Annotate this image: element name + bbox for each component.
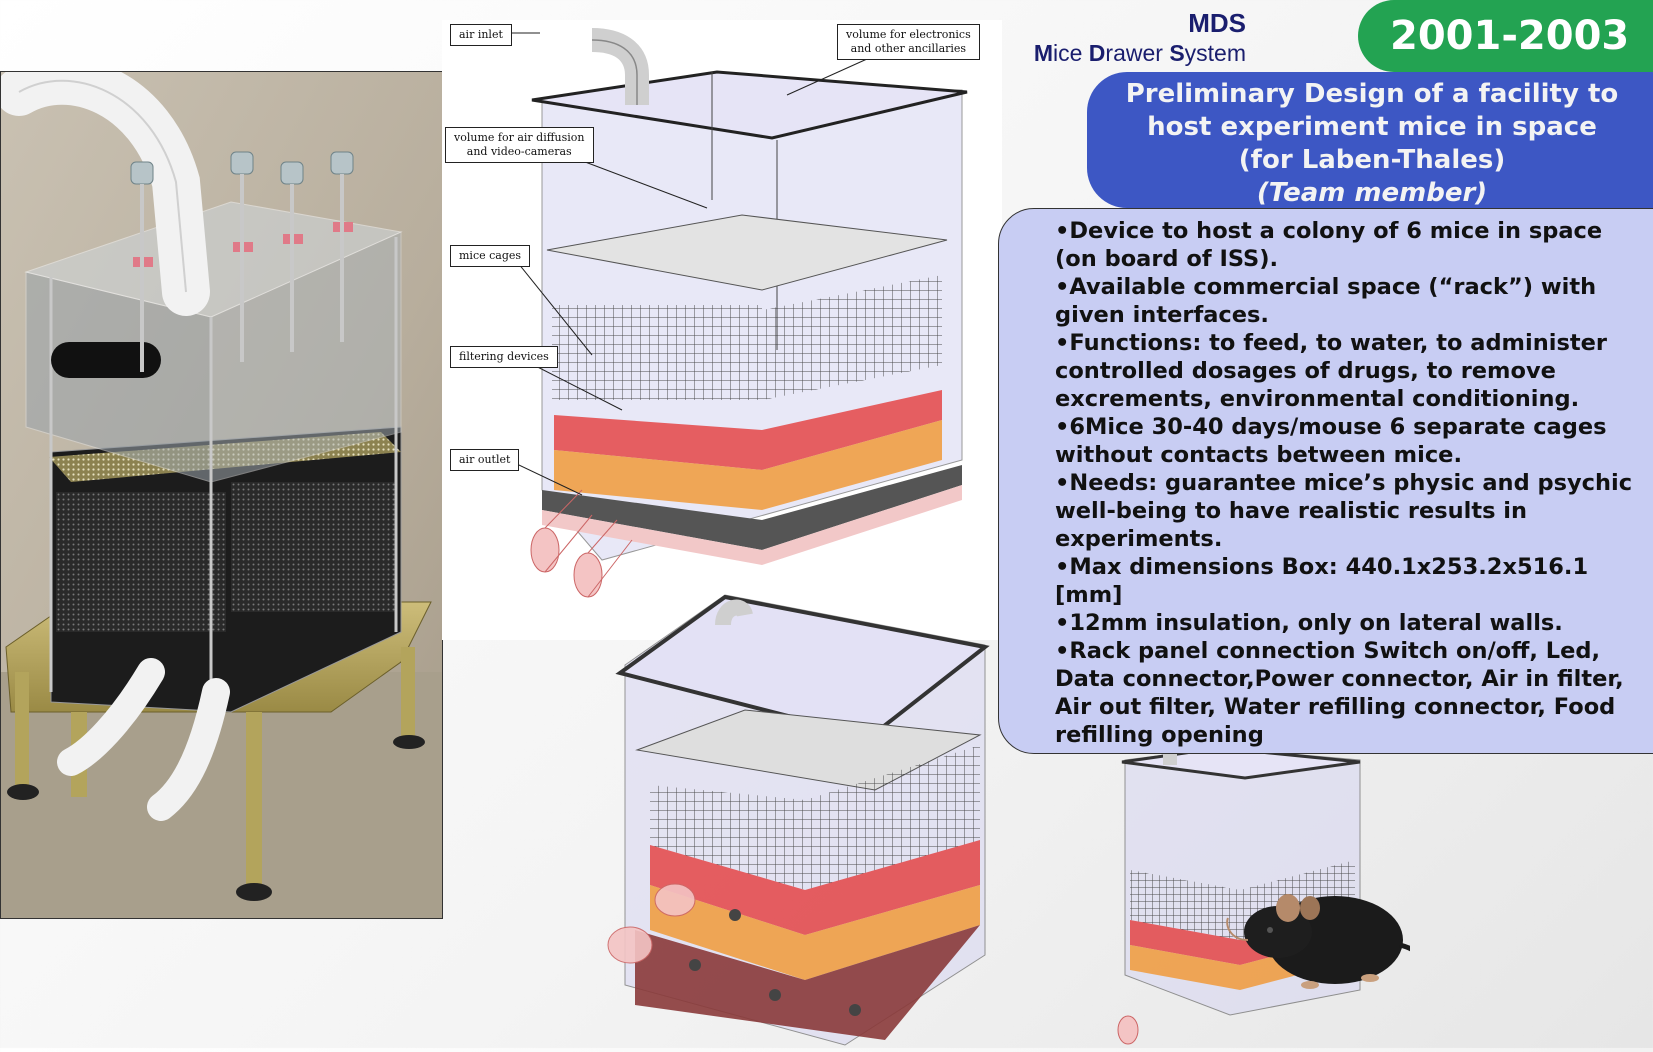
bullet-item: •12mm insulation, only on lateral walls.: [1055, 610, 1563, 636]
cad-isometric-underside: [595, 585, 1010, 1048]
bullet-item: •Rack panel connection Switch on/off, Le…: [1055, 638, 1624, 748]
mouse-image: [1226, 894, 1426, 989]
callout-mice-cages: mice cages: [450, 245, 531, 267]
callout-filtering: filtering devices: [450, 346, 558, 368]
callout-electronics-line2: and other ancillaries: [850, 41, 967, 55]
bullet-item: •Needs: guarantee mice’s physic and psyc…: [1055, 470, 1633, 552]
acronym-letter-m: M: [1033, 40, 1053, 66]
description-box: •Device to host a colony of 6 mice in sp…: [998, 208, 1653, 754]
acronym-letter-d: D: [1088, 40, 1106, 66]
callout-mice-cages-text: mice cages: [459, 249, 522, 262]
title-line-2: host experiment mice in space: [1147, 112, 1597, 142]
bullet-list: •Device to host a colony of 6 mice in sp…: [1055, 217, 1648, 749]
cad-with-mouse: [1110, 726, 1426, 1048]
acronym-rest-d: rawer: [1105, 40, 1170, 66]
bullet-item: •Max dimensions Box: 440.1x253.2x516.1 […: [1055, 554, 1589, 608]
bullet-item: •Device to host a colony of 6 mice in sp…: [1055, 218, 1603, 272]
callout-filtering-text: filtering devices: [459, 350, 549, 363]
bullet-item: •Functions: to feed, to water, to admini…: [1055, 330, 1607, 412]
callout-air-diffusion-line1: volume for air diffusion: [454, 131, 585, 144]
title-line-3: (for Laben-Thales): [1238, 145, 1506, 175]
prototype-photo: [0, 71, 443, 919]
callout-air-diffusion-line2: and video-cameras: [466, 144, 572, 158]
bullet-item: •Available commercial space (“rack”) wit…: [1055, 274, 1597, 328]
cad-isometric-main: air inlet volume for electronics and oth…: [442, 20, 1002, 640]
bullet-item: •6Mice 30-40 days/mouse 6 separate cages…: [1055, 414, 1607, 468]
role-label: (Team member): [1256, 178, 1488, 208]
callout-air-outlet-text: air outlet: [459, 453, 511, 466]
acronym-title: MDS: [1188, 8, 1246, 38]
years-text: 2001-2003: [1390, 13, 1630, 59]
callout-air-diffusion: volume for air diffusion and video-camer…: [445, 127, 594, 163]
acronym-rest-m: ice: [1052, 40, 1089, 66]
years-badge: 2001-2003: [1358, 0, 1653, 72]
callout-air-inlet-text: air inlet: [459, 28, 503, 41]
acronym-rest-s: ystem: [1184, 40, 1246, 66]
title-line-1: Preliminary Design of a facility to: [1125, 79, 1619, 109]
callout-electronics-line1: volume for electronics: [846, 28, 971, 41]
callout-electronics: volume for electronics and other ancilla…: [837, 24, 980, 60]
acronym-letter-s: S: [1169, 40, 1185, 66]
project-title-box: Preliminary Design of a facility to host…: [1087, 72, 1653, 208]
callout-air-outlet: air outlet: [450, 449, 520, 471]
acronym-expansion: Mice Drawer System: [985, 40, 1246, 67]
callout-air-inlet: air inlet: [450, 24, 512, 46]
